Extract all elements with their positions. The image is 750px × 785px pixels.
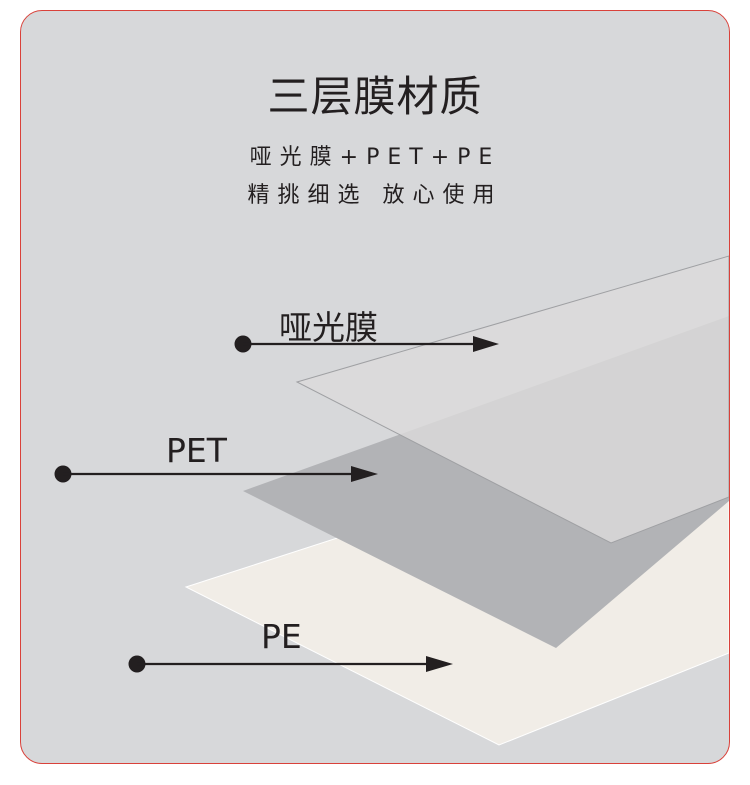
matte-film-label: 哑光膜: [279, 308, 378, 347]
subtitle-materials: 哑光膜+PET+PE: [249, 145, 501, 170]
pet-label: PET: [166, 431, 227, 470]
subtitle-slogan: 精挑细选 放心使用: [247, 183, 503, 208]
matte-film-arrow-head: [473, 336, 499, 352]
content-card: 三层膜材质 哑光膜+PET+PE 精挑细选 放心使用 哑光膜 PET PE: [20, 10, 730, 764]
page-title: 三层膜材质: [267, 72, 483, 121]
pe-arrow-head: [426, 656, 453, 672]
pet-arrow-head: [351, 466, 378, 482]
matte-film-sheet: [295, 255, 729, 544]
layer-illustration: [54, 255, 729, 746]
pe-label: PE: [261, 617, 302, 656]
